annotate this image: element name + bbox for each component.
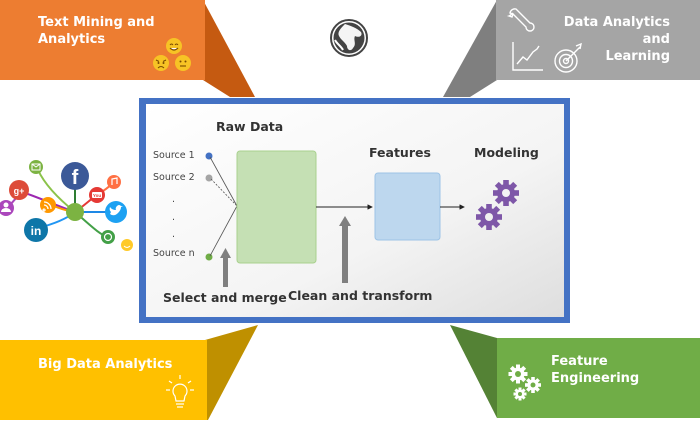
features-label: Features	[369, 145, 431, 160]
select-merge-arrow	[220, 248, 231, 287]
user-icon	[0, 200, 14, 216]
banner-big-data-shade	[205, 325, 258, 420]
line-chart-icon	[512, 42, 543, 71]
raw-data-label: Raw Data	[216, 119, 284, 134]
banner-data-analytics	[496, 0, 700, 80]
angry-emoji-icon	[153, 55, 169, 71]
banner-feature-eng-title: Feature Engineering	[551, 354, 640, 386]
banner-feature-eng	[497, 338, 700, 418]
ellipsis-dot: .	[172, 194, 176, 205]
banner-title-line: Learning	[605, 49, 670, 64]
gears-icon	[508, 364, 541, 401]
email-icon	[29, 160, 43, 174]
banner-title-line: Text Mining and	[38, 15, 155, 30]
modeling-label: Modeling	[474, 145, 539, 160]
source-1-dot	[205, 152, 213, 160]
svg-text:f: f	[72, 167, 79, 189]
banner-feature-eng-shade	[450, 325, 497, 418]
ellipsis-dot: .	[172, 212, 176, 223]
features-box	[374, 172, 441, 241]
banner-title-line: Analytics	[38, 32, 106, 47]
twitter-icon	[105, 201, 127, 223]
select-merge-label: Select and merge	[163, 290, 287, 305]
chat-icon	[101, 230, 115, 244]
source-2-label: Source 2	[153, 172, 195, 183]
banner-title-line: Data Analytics and	[563, 15, 670, 47]
banner-data-analytics-shade	[443, 0, 497, 97]
source-2-dot	[205, 174, 213, 182]
target-icon	[554, 42, 582, 73]
google-plus-icon: g+	[9, 180, 29, 200]
youtube-icon: You	[89, 187, 105, 203]
svg-text:You: You	[93, 193, 101, 198]
svg-text:in: in	[31, 224, 42, 238]
merge-line-n	[209, 205, 238, 257]
hub-node	[66, 203, 84, 221]
facebook-icon: f	[61, 162, 89, 190]
clean-transform-label: Clean and transform	[288, 288, 433, 303]
music-icon	[107, 175, 121, 189]
banner-text-mining-shade	[203, 0, 255, 97]
pipeline-panel	[146, 104, 564, 317]
banner-data-analytics-title: Data Analytics and Learning	[540, 14, 670, 65]
source-n-dot	[205, 253, 213, 261]
source-1-label: Source 1	[153, 150, 195, 161]
social-cluster: f in g+ You	[0, 160, 133, 251]
banner-text-mining-title: Text Mining and Analytics	[38, 14, 155, 48]
raw-data-box	[236, 150, 317, 264]
smile-icon	[121, 239, 133, 251]
neutral-emoji-icon	[175, 55, 191, 71]
banner-big-data	[0, 340, 207, 420]
lightbulb-icon	[166, 375, 194, 408]
merge-line-1	[209, 156, 238, 207]
ellipsis-dot: .	[172, 229, 176, 240]
banner-big-data-title: Big Data Analytics	[38, 357, 173, 372]
linkedin-icon: in	[24, 218, 48, 242]
source-n-label: Source n	[153, 248, 195, 259]
smile-emoji-icon	[166, 38, 182, 54]
svg-text:g+: g+	[14, 186, 25, 196]
rss-icon	[40, 197, 56, 213]
wrench-icon	[506, 8, 535, 32]
merge-line-2	[210, 178, 238, 207]
globe-icon	[330, 19, 368, 57]
modeling-gears-icon	[476, 180, 519, 230]
clean-transform-arrow	[339, 216, 351, 283]
